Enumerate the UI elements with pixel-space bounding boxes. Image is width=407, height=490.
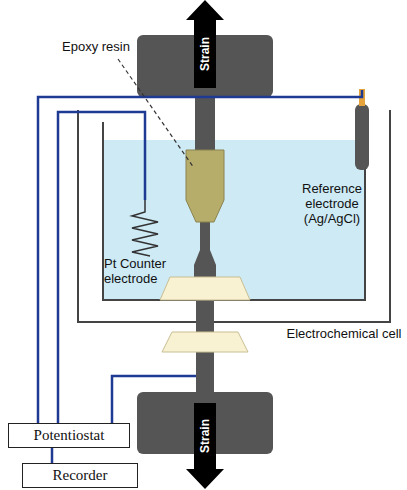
part-label: Reference electrode (Ag/AgCl): [298, 182, 366, 227]
wire: [38, 90, 362, 423]
epoxy-coating: [186, 150, 224, 222]
strain-label: Strain: [198, 37, 212, 71]
arrow-shape: [186, 403, 224, 489]
cell-seal: [162, 332, 248, 352]
box-text: Potentiostat: [17, 427, 121, 444]
specimen-rod: [195, 97, 215, 157]
part-label: Electrochemical cell: [284, 327, 404, 342]
wire: [112, 376, 196, 423]
arrow-shape: [186, 0, 224, 88]
outer-cell: [78, 110, 390, 322]
connector: [52, 448, 53, 463]
lower-grip: [137, 392, 273, 454]
box-text: Recorder: [31, 467, 129, 484]
reference-electrode: [355, 104, 369, 170]
part-label: Epoxy resin: [62, 40, 130, 55]
strain-arrow: Strain: [186, 0, 224, 88]
specimen-shoulder: [194, 250, 216, 278]
part-label: Pt Counter electrode: [104, 257, 188, 287]
instrument-box: Recorder: [22, 463, 138, 488]
instrument-box: Potentiostat: [8, 423, 130, 448]
strain-label: Strain: [198, 419, 212, 453]
specimen-gauge: [200, 220, 210, 252]
strain-arrow: Strain: [186, 403, 224, 489]
leader-line: [118, 59, 194, 168]
specimen-rod: [196, 298, 214, 334]
specimen-rod: [196, 350, 214, 394]
inner-container: [103, 122, 365, 300]
specimen-seal: [160, 277, 250, 300]
pt-coil: [132, 200, 158, 256]
